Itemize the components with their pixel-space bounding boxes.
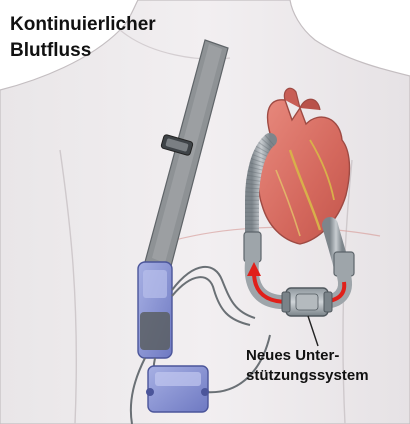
battery-pack <box>138 262 172 358</box>
pump-label-line-2: stützungssystem <box>246 366 369 386</box>
controller-unit <box>146 366 209 412</box>
title-line-2: Blutfluss <box>10 38 156 64</box>
pump-label-line-1: Neues Unter- <box>246 346 369 366</box>
title-line-1: Kontinuierlicher <box>10 12 156 38</box>
pump-label: Neues Unter- stützungssystem <box>246 346 369 386</box>
pump <box>282 288 332 316</box>
diagram-title: Kontinuierlicher Blutfluss <box>10 12 156 64</box>
